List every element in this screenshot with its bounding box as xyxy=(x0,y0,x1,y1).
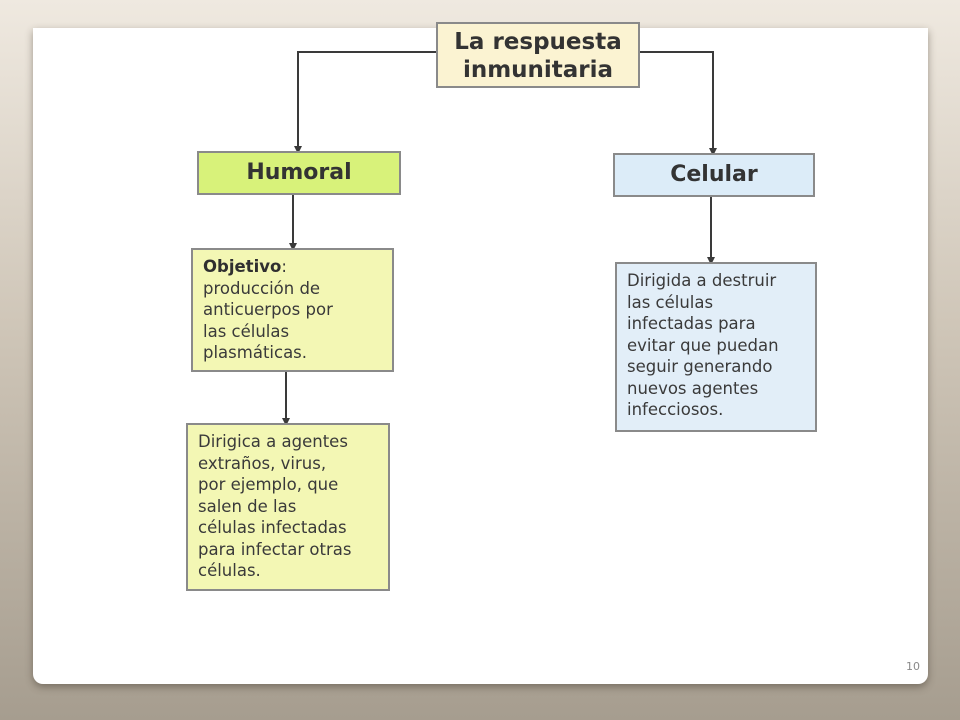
celular-header-box: Celular xyxy=(613,153,815,197)
celular-detail-line: evitar que puedan xyxy=(627,335,779,355)
humoral-objective-line: las células xyxy=(203,321,290,341)
connector-title-to-humoral xyxy=(294,51,436,154)
celular-detail-box: Dirigida a destruir las células infectad… xyxy=(615,262,817,432)
humoral-detail-line: células infectadas xyxy=(198,518,347,537)
humoral-objective-box: Objetivo: producción de anticuerpos por … xyxy=(191,248,394,372)
humoral-detail-line: por ejemplo, que xyxy=(198,475,339,494)
humoral-objective-line: anticuerpos por xyxy=(203,300,333,319)
humoral-detail-line: células. xyxy=(198,561,261,580)
celular-detail-line: seguir generando xyxy=(627,357,773,376)
humoral-detail-line: Dirigica a agentes xyxy=(198,432,348,451)
humoral-objective-first-line: Objetivo: xyxy=(203,257,287,276)
humoral-label: Humoral xyxy=(246,160,352,185)
diagram-title-line-1: La respuesta xyxy=(454,29,622,55)
humoral-detail-line: para infectar otras xyxy=(198,539,352,559)
celular-detail-line: las células xyxy=(627,292,714,312)
humoral-detail-box: Dirigica a agentes extraños, virus, por … xyxy=(186,423,390,591)
celular-detail-line: infectadas para xyxy=(627,314,756,333)
celular-detail-line: nuevos agentes xyxy=(627,378,759,398)
humoral-header-box: Humoral xyxy=(197,151,401,195)
humoral-detail-line: salen de las xyxy=(198,496,297,516)
slide-page-number: 10 xyxy=(906,660,920,673)
humoral-objective-heading: Objetivo xyxy=(203,257,282,276)
diagram-title-box: La respuesta inmunitaria xyxy=(436,22,640,88)
humoral-objective-line: producción de xyxy=(203,278,321,298)
celular-label: Celular xyxy=(670,162,758,187)
diagram-title-line-2: inmunitaria xyxy=(462,57,614,83)
celular-detail-line: infecciosos. xyxy=(627,400,724,419)
humoral-detail-line: extraños, virus, xyxy=(198,453,327,473)
humoral-objective-line: plasmáticas. xyxy=(203,343,308,362)
celular-detail-line: Dirigida a destruir xyxy=(627,271,777,290)
connector-title-to-celular xyxy=(640,51,717,156)
